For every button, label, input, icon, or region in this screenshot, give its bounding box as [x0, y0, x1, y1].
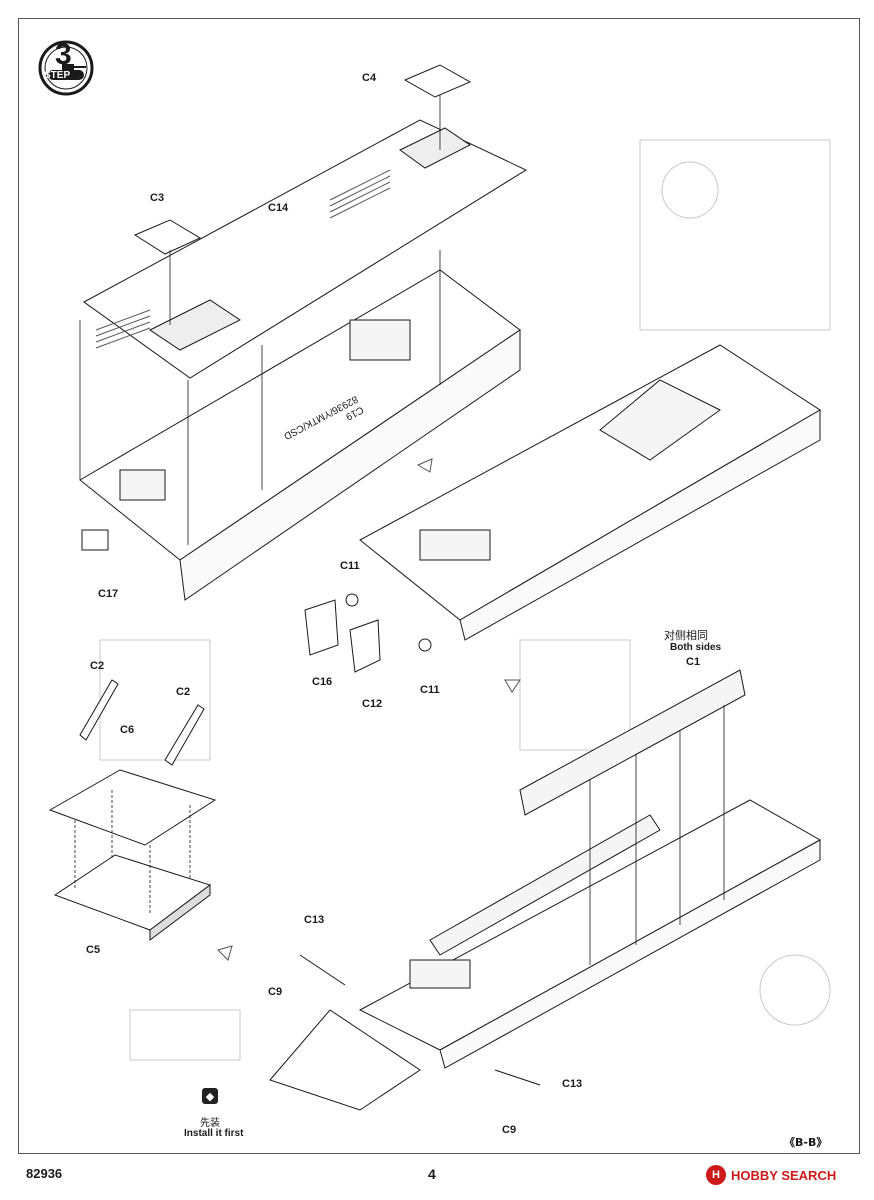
- middle-chassis: [304, 344, 821, 673]
- kit-code: 82936: [26, 1166, 63, 1181]
- part-label-c14: C14: [268, 202, 289, 214]
- part-label-c3: C3: [150, 192, 165, 204]
- part-label-c13-bottom: C13: [562, 1078, 583, 1090]
- part-label-c11-top: C11: [340, 560, 360, 572]
- both-sides-note-cn: 对侧相同: [664, 629, 708, 642]
- hollow-arrow-icon: [217, 458, 521, 961]
- part-label-c12: C12: [362, 698, 383, 710]
- step-badge: 3 STEP: [38, 38, 94, 96]
- page-number: 4: [428, 1166, 436, 1182]
- part-label-c17: C17: [98, 588, 119, 600]
- part-label-c1: C1: [686, 656, 701, 668]
- part-label-c5: C5: [86, 944, 101, 956]
- left-subassembly: [48, 679, 217, 941]
- part-label-c11-bottom: C11: [420, 684, 440, 696]
- part-label-c2-left: C2: [90, 660, 105, 672]
- upper-chassis: [79, 64, 528, 601]
- section-reference: 《B-B》: [784, 1136, 828, 1149]
- step-number: 3: [55, 38, 72, 71]
- left-subassembly-guides: [74, 790, 191, 915]
- step-word: STEP: [44, 70, 71, 81]
- part-label-c9-top: C9: [268, 986, 283, 998]
- part-label-c2-right: C2: [176, 686, 191, 698]
- part-label-c9-bottom: C9: [502, 1124, 517, 1136]
- watermark-brand: HOBBY SEARCH: [731, 1167, 837, 1183]
- part-label-c13-top: C13: [304, 914, 325, 926]
- page-frame: [18, 18, 860, 1154]
- install-first-note-en: Install it first: [184, 1128, 244, 1139]
- lower-chassis: [269, 669, 822, 1111]
- diamond-arrow-icon: ◆: [202, 1088, 218, 1104]
- part-label-c4: C4: [362, 72, 377, 84]
- part-label-c6: C6: [120, 724, 135, 736]
- install-first-note-cn: 先装: [200, 1118, 220, 1129]
- both-sides-note-en: Both sides: [670, 642, 722, 653]
- watermark: H HOBBY SEARCH: [706, 1164, 836, 1186]
- hobby-search-logo-icon: H: [706, 1165, 726, 1185]
- tank-step-badge-icon: [38, 40, 94, 96]
- upper-arrows: [79, 95, 441, 545]
- lower-arrows: [589, 705, 725, 965]
- part-label-c16: C16: [312, 676, 333, 688]
